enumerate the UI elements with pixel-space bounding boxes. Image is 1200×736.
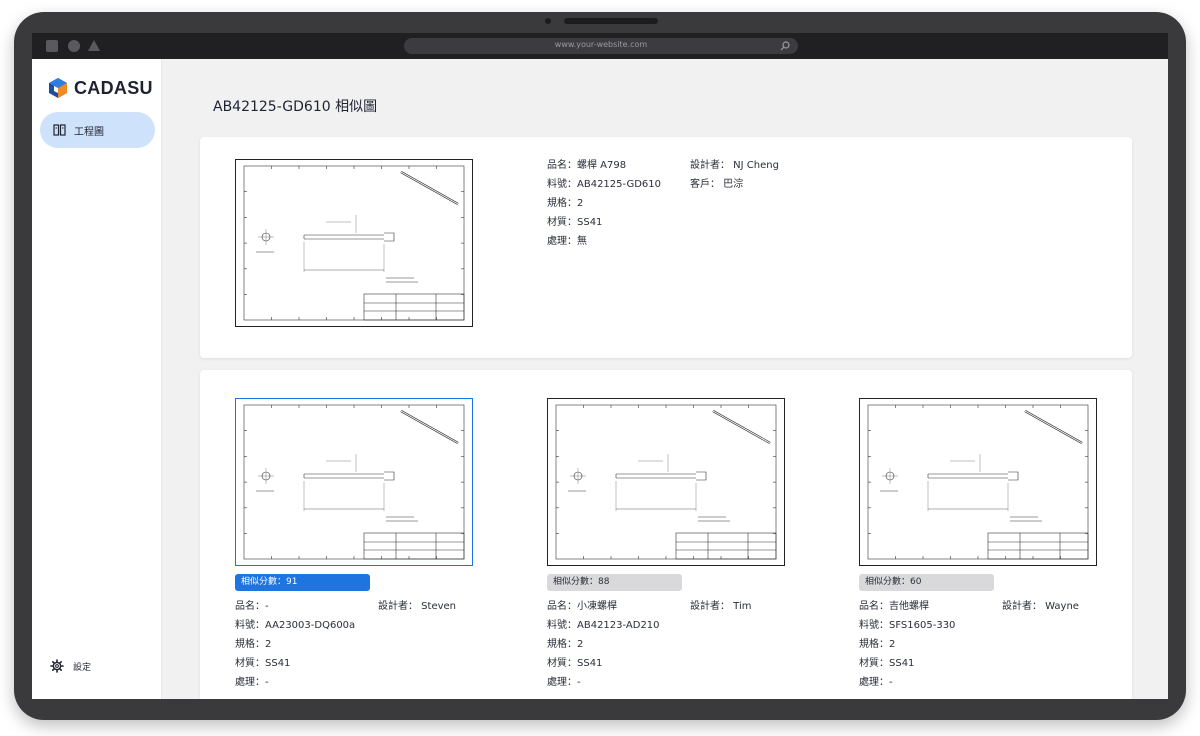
query-drawing-card: 品名：螺桿 A798 料號：AB42125-GD610 規格：2 材質：SS41… (200, 137, 1132, 358)
result-fields-left: 品名：吉他螺桿 料號：SFS1605-330 規格：2 材質：SS41 處理：- (859, 597, 955, 692)
field-spec: 規格：2 (859, 639, 896, 650)
field-treatment: 處理：- (547, 677, 581, 688)
similar-results-card: 相似分數：91 品名：- 料號：AA23003-DQ600a 規格：2 材質：S… (200, 370, 1132, 699)
sidebar-item-label: 工程圖 (74, 126, 104, 138)
result-drawing-thumbnail[interactable] (859, 398, 1097, 566)
app-name: CADASU (74, 77, 153, 98)
field-customer: 客戶： 巴淙 (690, 179, 744, 190)
result-fields-right: 設計者： Steven (378, 597, 456, 616)
field-name: 品名：吉他螺桿 (859, 601, 929, 612)
result-fields-left: 品名：小凍螺桿 料號：AB42123-AD210 規格：2 材質：SS41 處理… (547, 597, 660, 692)
field-designer: 設計者： Tim (690, 601, 752, 612)
result-fields-right: 設計者： Wayne (1002, 597, 1079, 616)
result-drawing-thumbnail[interactable] (235, 398, 473, 566)
field-designer: 設計者： NJ Cheng (690, 160, 779, 171)
field-material: 材質：SS41 (547, 658, 603, 669)
address-bar[interactable]: www.your-website.com (404, 38, 798, 54)
similarity-score-badge: 相似分數：88 (547, 574, 682, 591)
drawing-sketch (867, 404, 1089, 560)
field-spec: 規格：2 (547, 198, 584, 209)
book-icon (53, 124, 66, 136)
result-fields-right: 設計者： Tim (690, 597, 752, 616)
result-fields-left: 品名：- 料號：AA23003-DQ600a 規格：2 材質：SS41 處理：- (235, 597, 355, 692)
field-name: 品名：小凍螺桿 (547, 601, 617, 612)
address-text: www.your-website.com (554, 40, 648, 49)
device-sensor (649, 18, 655, 24)
gear-icon (50, 659, 64, 673)
sidebar-item-drawings[interactable]: 工程圖 (40, 112, 155, 148)
field-spec: 規格：2 (235, 639, 272, 650)
query-fields-left: 品名：螺桿 A798 料號：AB42125-GD610 規格：2 材質：SS41… (547, 156, 661, 251)
search-icon[interactable] (780, 41, 790, 51)
field-material: 材質：SS41 (859, 658, 915, 669)
settings-label: 設定 (73, 662, 92, 673)
field-material: 材質：SS41 (235, 658, 291, 669)
field-material: 材質：SS41 (547, 217, 603, 228)
field-treatment: 處理：- (235, 677, 269, 688)
device-camera (545, 18, 551, 24)
query-fields-right: 設計者： NJ Cheng 客戶： 巴淙 (690, 156, 779, 194)
page-title: AB42125-GD610 相似圖 (213, 99, 378, 115)
field-designer: 設計者： Wayne (1002, 601, 1079, 612)
field-part-no: 料號：SFS1605-330 (859, 620, 956, 631)
settings-button[interactable]: 設定 (50, 659, 91, 673)
field-part-no: 料號：AB42123-AD210 (547, 620, 660, 631)
drawing-sketch (555, 404, 777, 560)
drawing-sketch (243, 404, 465, 560)
screen: www.your-website.com CADASU (32, 33, 1168, 699)
drawing-sketch (243, 165, 465, 321)
app-logo[interactable]: CADASU (48, 77, 153, 99)
result-drawing-thumbnail[interactable] (547, 398, 785, 566)
similarity-score-badge: 相似分數：91 (235, 574, 370, 591)
query-drawing-thumbnail[interactable] (235, 159, 473, 327)
field-designer: 設計者： Steven (378, 601, 457, 612)
field-spec: 規格：2 (547, 639, 584, 650)
field-part-no: 料號：AA23003-DQ600a (235, 620, 356, 631)
browser-bar: www.your-website.com (32, 33, 1168, 59)
field-name: 品名：- (235, 601, 269, 612)
field-treatment: 處理：- (859, 677, 893, 688)
field-treatment: 處理：無 (547, 236, 587, 247)
window-triangle-icon[interactable] (88, 40, 100, 51)
window-circle-icon[interactable] (68, 40, 80, 52)
field-name: 品名：螺桿 A798 (547, 160, 627, 171)
device-notch (564, 18, 658, 24)
sidebar: CADASU 工程圖 (32, 59, 162, 699)
device-frame: www.your-website.com CADASU (14, 12, 1186, 720)
cadasu-logo-icon (49, 78, 67, 98)
window-square-icon[interactable] (46, 40, 58, 52)
field-part-no: 料號：AB42125-GD610 (547, 179, 662, 190)
similarity-score-badge: 相似分數：60 (859, 574, 994, 591)
